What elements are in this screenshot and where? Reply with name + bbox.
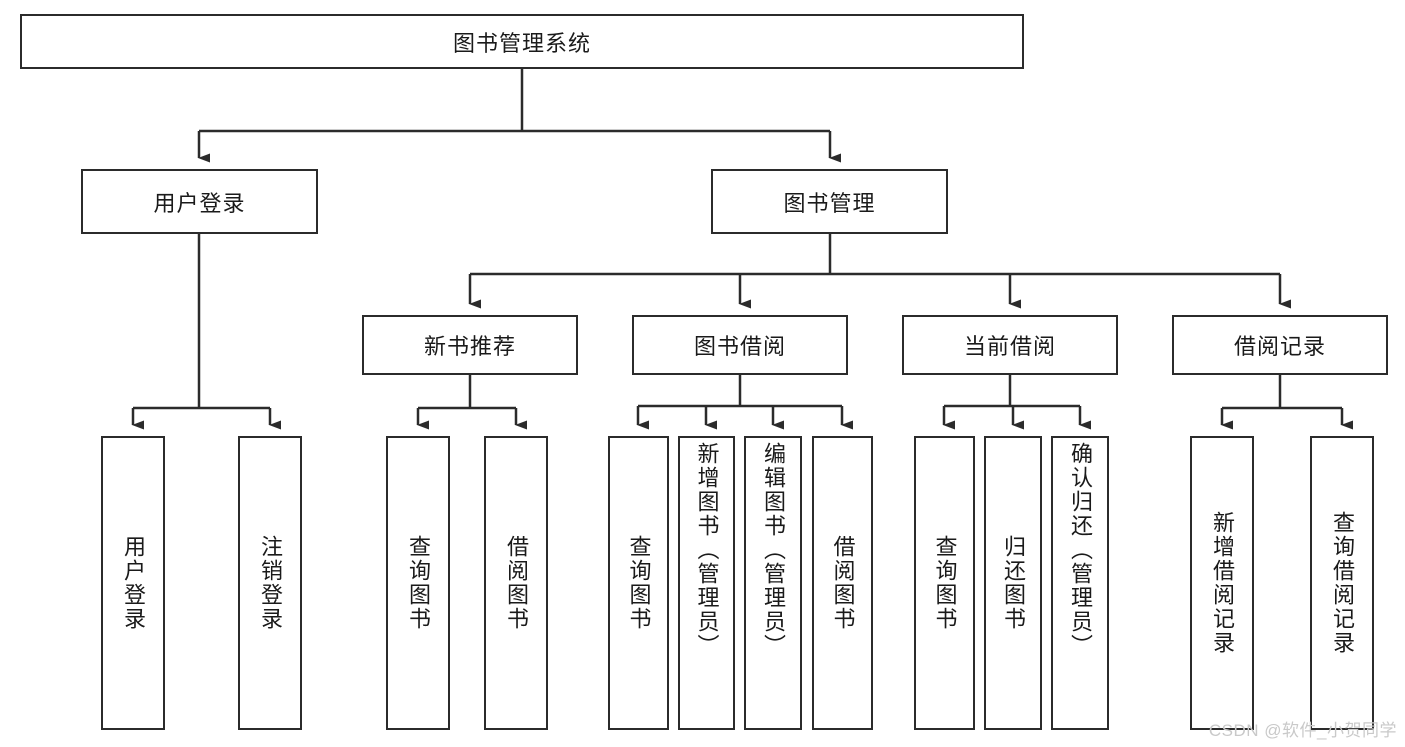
leaf-query-borrow-record-label: 查询借阅记录 (1329, 511, 1355, 655)
node-book-borrow-label: 图书借阅 (693, 334, 786, 359)
node-book-management-label: 图书管理 (783, 190, 876, 216)
leaf-borrow-books-recommend-label: 借阅图书 (503, 535, 529, 631)
leaf-borrow-books-borrow[interactable]: 借阅图书 (812, 436, 873, 730)
leaf-user-login-label: 用户登录 (120, 535, 146, 631)
leaf-edit-book-admin[interactable]: 编辑图书（管理员） (744, 436, 802, 730)
node-root[interactable]: 图书管理系统 (20, 14, 1024, 69)
leaf-query-borrow-record[interactable]: 查询借阅记录 (1310, 436, 1374, 730)
leaf-user-logout-label: 注销登录 (257, 535, 283, 631)
leaf-user-login[interactable]: 用户登录 (101, 436, 165, 730)
leaf-return-books[interactable]: 归还图书 (984, 436, 1042, 730)
leaf-confirm-return-admin-label: 确认归还（管理员） (1067, 442, 1093, 658)
node-current-borrow-label: 当前借阅 (963, 334, 1056, 359)
watermark: CSDN @软件_小贺同学 (1208, 721, 1397, 740)
leaf-return-books-label: 归还图书 (1000, 535, 1026, 631)
leaf-query-books-borrow[interactable]: 查询图书 (608, 436, 669, 730)
node-book-borrow[interactable]: 图书借阅 (632, 315, 848, 375)
leaf-edit-book-admin-label: 编辑图书（管理员） (760, 442, 786, 658)
leaf-add-book-admin[interactable]: 新增图书（管理员） (678, 436, 735, 730)
node-user-login-label: 用户登录 (153, 190, 246, 216)
leaf-add-borrow-record-label: 新增借阅记录 (1209, 511, 1235, 655)
leaf-user-logout[interactable]: 注销登录 (238, 436, 302, 730)
leaf-confirm-return-admin[interactable]: 确认归还（管理员） (1051, 436, 1109, 730)
leaf-query-books-current[interactable]: 查询图书 (914, 436, 975, 730)
leaf-query-books-current-label: 查询图书 (932, 535, 958, 631)
node-new-book-recommend[interactable]: 新书推荐 (362, 315, 578, 375)
leaf-add-borrow-record[interactable]: 新增借阅记录 (1190, 436, 1254, 730)
node-borrow-record[interactable]: 借阅记录 (1172, 315, 1388, 375)
leaf-borrow-books-recommend[interactable]: 借阅图书 (484, 436, 548, 730)
leaf-query-books-recommend[interactable]: 查询图书 (386, 436, 450, 730)
node-root-label: 图书管理系统 (452, 30, 591, 56)
node-current-borrow[interactable]: 当前借阅 (902, 315, 1118, 375)
node-new-book-recommend-label: 新书推荐 (423, 334, 516, 359)
leaf-borrow-books-borrow-label: 借阅图书 (830, 535, 856, 631)
node-user-login[interactable]: 用户登录 (81, 169, 318, 234)
leaf-query-books-recommend-label: 查询图书 (405, 535, 431, 631)
leaf-query-books-borrow-label: 查询图书 (626, 535, 652, 631)
leaf-add-book-admin-label: 新增图书（管理员） (694, 442, 720, 658)
node-borrow-record-label: 借阅记录 (1233, 334, 1326, 359)
node-book-management[interactable]: 图书管理 (711, 169, 948, 234)
